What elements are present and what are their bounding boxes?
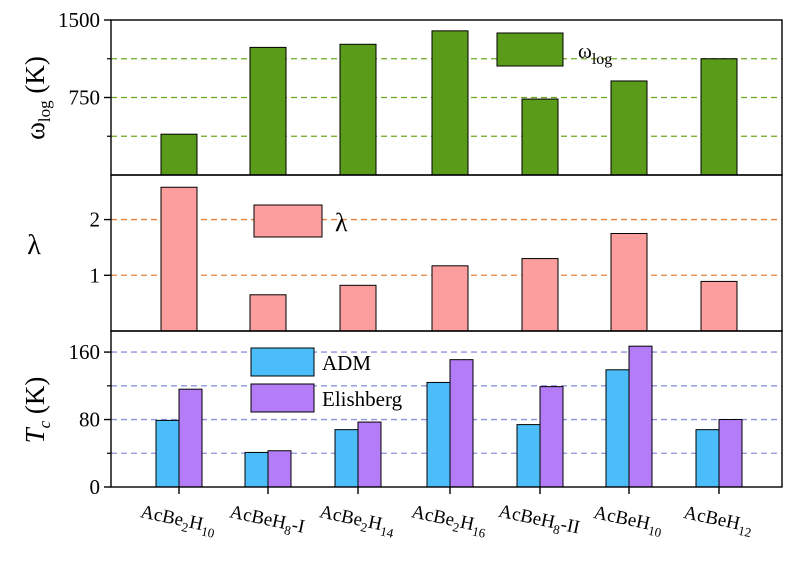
bar [718,419,743,488]
bar [431,30,469,176]
panel-frame [110,330,783,488]
bar [244,451,269,488]
bar [449,359,474,488]
y-tick-label: 0 [90,475,101,499]
omega-legend-label: ωlog [578,39,612,68]
bar [700,280,738,332]
bar [334,429,359,488]
lambda-legend-swatch [253,204,323,238]
bar [178,388,203,488]
bar [339,284,377,332]
omega-legend: ωlog [496,32,612,68]
adm-legend-swatch [250,347,315,377]
elishberg-legend-swatch [250,383,315,413]
bar [539,386,564,488]
bar [521,98,559,176]
bar [431,265,469,332]
y-tick-label: 80 [79,408,100,432]
bar [605,369,630,488]
bar [516,424,541,488]
bar [610,233,648,332]
bar [610,80,648,176]
category-label: AcBe2H10 [138,501,218,540]
bar [249,294,287,332]
category-label: AcBe2H16 [409,501,489,540]
panel-2: 12 [90,174,783,332]
bar [521,258,559,332]
lambda-axis-title: λ [27,230,41,261]
omega-legend-swatch [496,32,564,67]
bar [155,419,180,488]
bar [267,450,292,488]
bar [695,429,720,488]
lambda-legend: λ [253,204,348,238]
bar [628,345,653,488]
category-label: AcBeH8-I [227,501,306,540]
y-tick-label: 2 [90,208,101,232]
category-label: AcBeH8-II [496,501,582,542]
bar [339,43,377,176]
tc-legend: ADM Elishberg [250,347,403,413]
panel-3: 0 80 160 [69,330,783,499]
y-tick-label: 750 [69,86,101,110]
y-tick-label: 160 [69,340,101,364]
omega-axis-title: ωlog (K) [20,56,54,140]
elishberg-legend-label: Elishberg [322,387,403,411]
adm-legend-label: ADM [322,351,371,375]
bar [426,381,451,488]
lambda-legend-label: λ [335,208,348,237]
y-tick-label: 1500 [58,8,100,32]
category-label: AcBeH12 [681,502,754,540]
panel-1: 750 1500 [58,8,783,176]
bar [249,46,287,176]
category-label: AcBeH10 [591,502,664,540]
bar [160,133,198,176]
category-label: AcBe2H14 [317,501,397,540]
bar [357,421,382,488]
tc-axis-title: Tc (K) [20,377,54,444]
bar [700,58,738,176]
bar [160,186,198,332]
y-tick-label: 1 [90,263,101,287]
